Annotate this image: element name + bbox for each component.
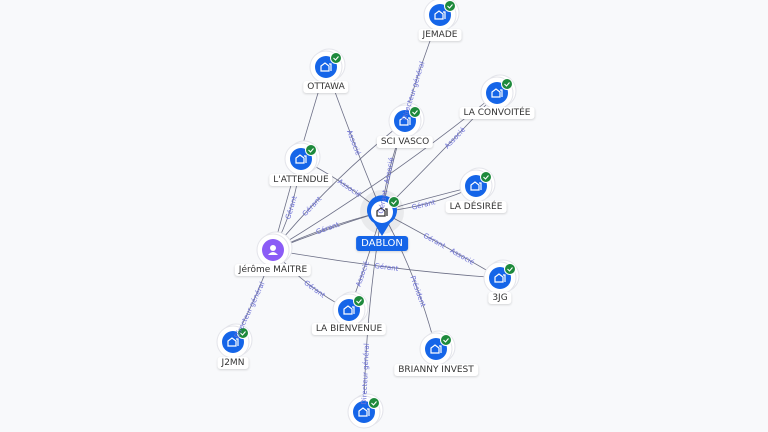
node-label: SCI VASCO [376, 136, 434, 148]
edge-label: Gérant · Associé [422, 232, 476, 267]
node-attendue[interactable] [284, 140, 321, 176]
node-label: JEMADE [418, 29, 462, 41]
center-node-dablon[interactable] [360, 190, 404, 236]
center-node-label: DABLON [356, 236, 408, 251]
node-label: Jérôme MAITRE [234, 264, 312, 276]
verified-check-icon [368, 397, 380, 409]
node-3jg[interactable] [483, 259, 520, 295]
building-icon [343, 305, 355, 315]
verified-check-icon [501, 78, 513, 90]
edge-label: Gérant [302, 279, 326, 300]
node-brianny[interactable] [419, 330, 456, 366]
edge-label: Président [408, 275, 427, 309]
edge-label: Gérant [411, 198, 437, 212]
building-icon [434, 10, 446, 20]
node-jerome[interactable] [256, 231, 293, 267]
verified-check-icon [237, 327, 249, 339]
node-label: LA DÉSIRÉE [445, 201, 507, 213]
edge [272, 120, 406, 251]
verified-check-icon [388, 196, 400, 208]
building-icon [430, 344, 442, 354]
node-jemade[interactable] [423, 0, 460, 32]
building-icon [470, 181, 482, 191]
verified-check-icon [444, 0, 456, 12]
edge-label: Gérant [315, 221, 341, 237]
edge [272, 249, 501, 279]
building-icon [320, 62, 332, 72]
edge-label: Associé [443, 126, 467, 151]
person-icon [268, 245, 278, 255]
node-bottom[interactable] [347, 393, 384, 429]
node-label: 3JG [488, 292, 512, 304]
building-icon [295, 154, 307, 164]
verified-check-icon [409, 106, 421, 118]
verified-check-icon [330, 52, 342, 64]
nodes-layer [216, 0, 520, 429]
building-icon [376, 207, 388, 217]
edge-label: Gérant [284, 195, 299, 221]
edge-label: Associé [336, 178, 362, 200]
node-bienvenue[interactable] [332, 291, 369, 327]
node-label: J2MN [217, 357, 249, 369]
verified-check-icon [504, 263, 516, 275]
verified-check-icon [305, 144, 317, 156]
node-j2mn[interactable] [216, 323, 253, 359]
edge-label: Associé [355, 260, 371, 288]
node-label: L'ATTENDUE [269, 174, 333, 186]
edge-label: Associé [345, 129, 362, 157]
verified-check-icon [353, 295, 365, 307]
node-label: BRIANNY INVEST [394, 364, 478, 376]
verified-check-icon [480, 171, 492, 183]
edge-label: Gérant [374, 262, 399, 273]
edge [381, 211, 437, 350]
node-scivasco[interactable] [388, 102, 425, 138]
node-convoitee[interactable] [480, 74, 517, 110]
edge-label: Directeur général [233, 281, 267, 340]
node-ottawa[interactable] [309, 48, 346, 84]
building-icon [227, 337, 239, 347]
node-label: OTTAWA [303, 81, 349, 93]
building-icon [399, 116, 411, 126]
building-icon [494, 273, 506, 283]
node-desiree[interactable] [459, 167, 496, 203]
verified-check-icon [440, 334, 452, 346]
building-icon [358, 407, 370, 417]
edge-label: Directeur général [360, 343, 371, 405]
node-label: LA CONVOITÉE [459, 107, 535, 119]
node-label: LA BIENVENUE [311, 323, 387, 335]
edge-label: Gérant [301, 195, 324, 218]
building-icon [491, 88, 503, 98]
